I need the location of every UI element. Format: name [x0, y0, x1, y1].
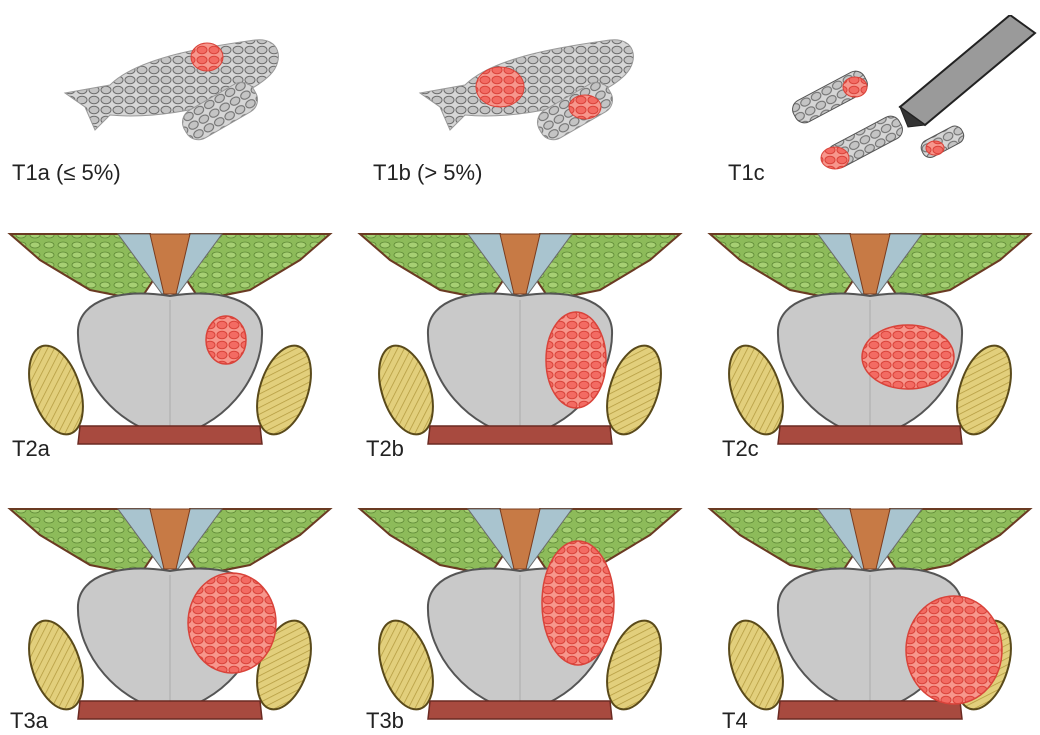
panel-t4: T4: [700, 505, 1040, 735]
panel-t2c: T2c: [700, 230, 1040, 460]
panel-t1a: T1a (≤ 5%): [40, 15, 380, 245]
label-t1b: T1b (> 5%): [373, 160, 482, 186]
prostate-illustration: [0, 505, 340, 735]
panel-t2a: T2a: [0, 230, 340, 460]
label-t4: T4: [722, 708, 748, 734]
panel-t3a: T3a: [0, 505, 340, 735]
label-t1c: T1c: [728, 160, 765, 186]
label-t3a: T3a: [10, 708, 48, 734]
label-t2c: T2c: [722, 436, 759, 462]
prostate-illustration: [700, 230, 1040, 460]
panel-t1c: T1c: [740, 15, 1040, 245]
label-t2b: T2b: [366, 436, 404, 462]
prostate-illustration: [0, 230, 340, 460]
panel-t2b: T2b: [350, 230, 690, 460]
prostate-illustration: [700, 505, 1040, 735]
needle-biopsy-illustration: [740, 15, 1040, 195]
label-t1a: T1a (≤ 5%): [12, 160, 121, 186]
panel-t1b: T1b (> 5%): [395, 15, 735, 245]
prostate-illustration: [350, 505, 690, 735]
label-t2a: T2a: [12, 436, 50, 462]
panel-t3b: T3b: [350, 505, 690, 735]
prostate-illustration: [350, 230, 690, 460]
label-t3b: T3b: [366, 708, 404, 734]
